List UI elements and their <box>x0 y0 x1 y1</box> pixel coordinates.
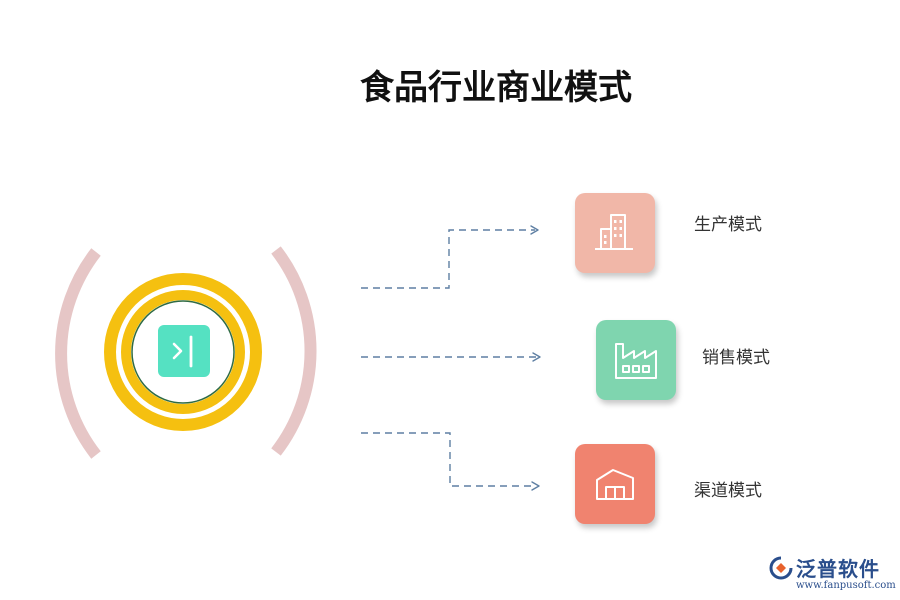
arrowhead-middle <box>532 352 541 362</box>
inner-ring-border <box>131 300 235 404</box>
brand-url: www.fanpusoft.com <box>796 580 896 591</box>
arrowhead-bottom <box>531 481 540 491</box>
left-bracket-arc <box>55 248 101 459</box>
branch-label-sales: 销售模式 <box>702 348 770 368</box>
branch-tile-channel <box>575 444 655 524</box>
branch-tile-production <box>575 193 655 273</box>
factory-icon <box>615 343 657 379</box>
building-icon <box>595 214 633 250</box>
page-title: 食品行业商业模式 <box>360 68 632 108</box>
brand-watermark: 泛普软件 www.fanpusoft.com <box>768 553 896 598</box>
branch-label-production: 生产模式 <box>694 215 762 235</box>
connector-top <box>361 229 535 289</box>
connector-bottom <box>361 432 536 487</box>
arrowhead-top <box>530 225 539 235</box>
branch-label-channel: 渠道模式 <box>694 481 762 501</box>
expand-right-icon <box>158 325 210 377</box>
right-bracket-arc <box>271 246 317 456</box>
brand-name: 泛普软件 <box>796 557 880 581</box>
fanpu-logo-icon <box>769 556 793 580</box>
branch-tile-sales <box>596 320 676 400</box>
warehouse-icon <box>596 469 634 500</box>
outer-ring <box>104 273 262 431</box>
